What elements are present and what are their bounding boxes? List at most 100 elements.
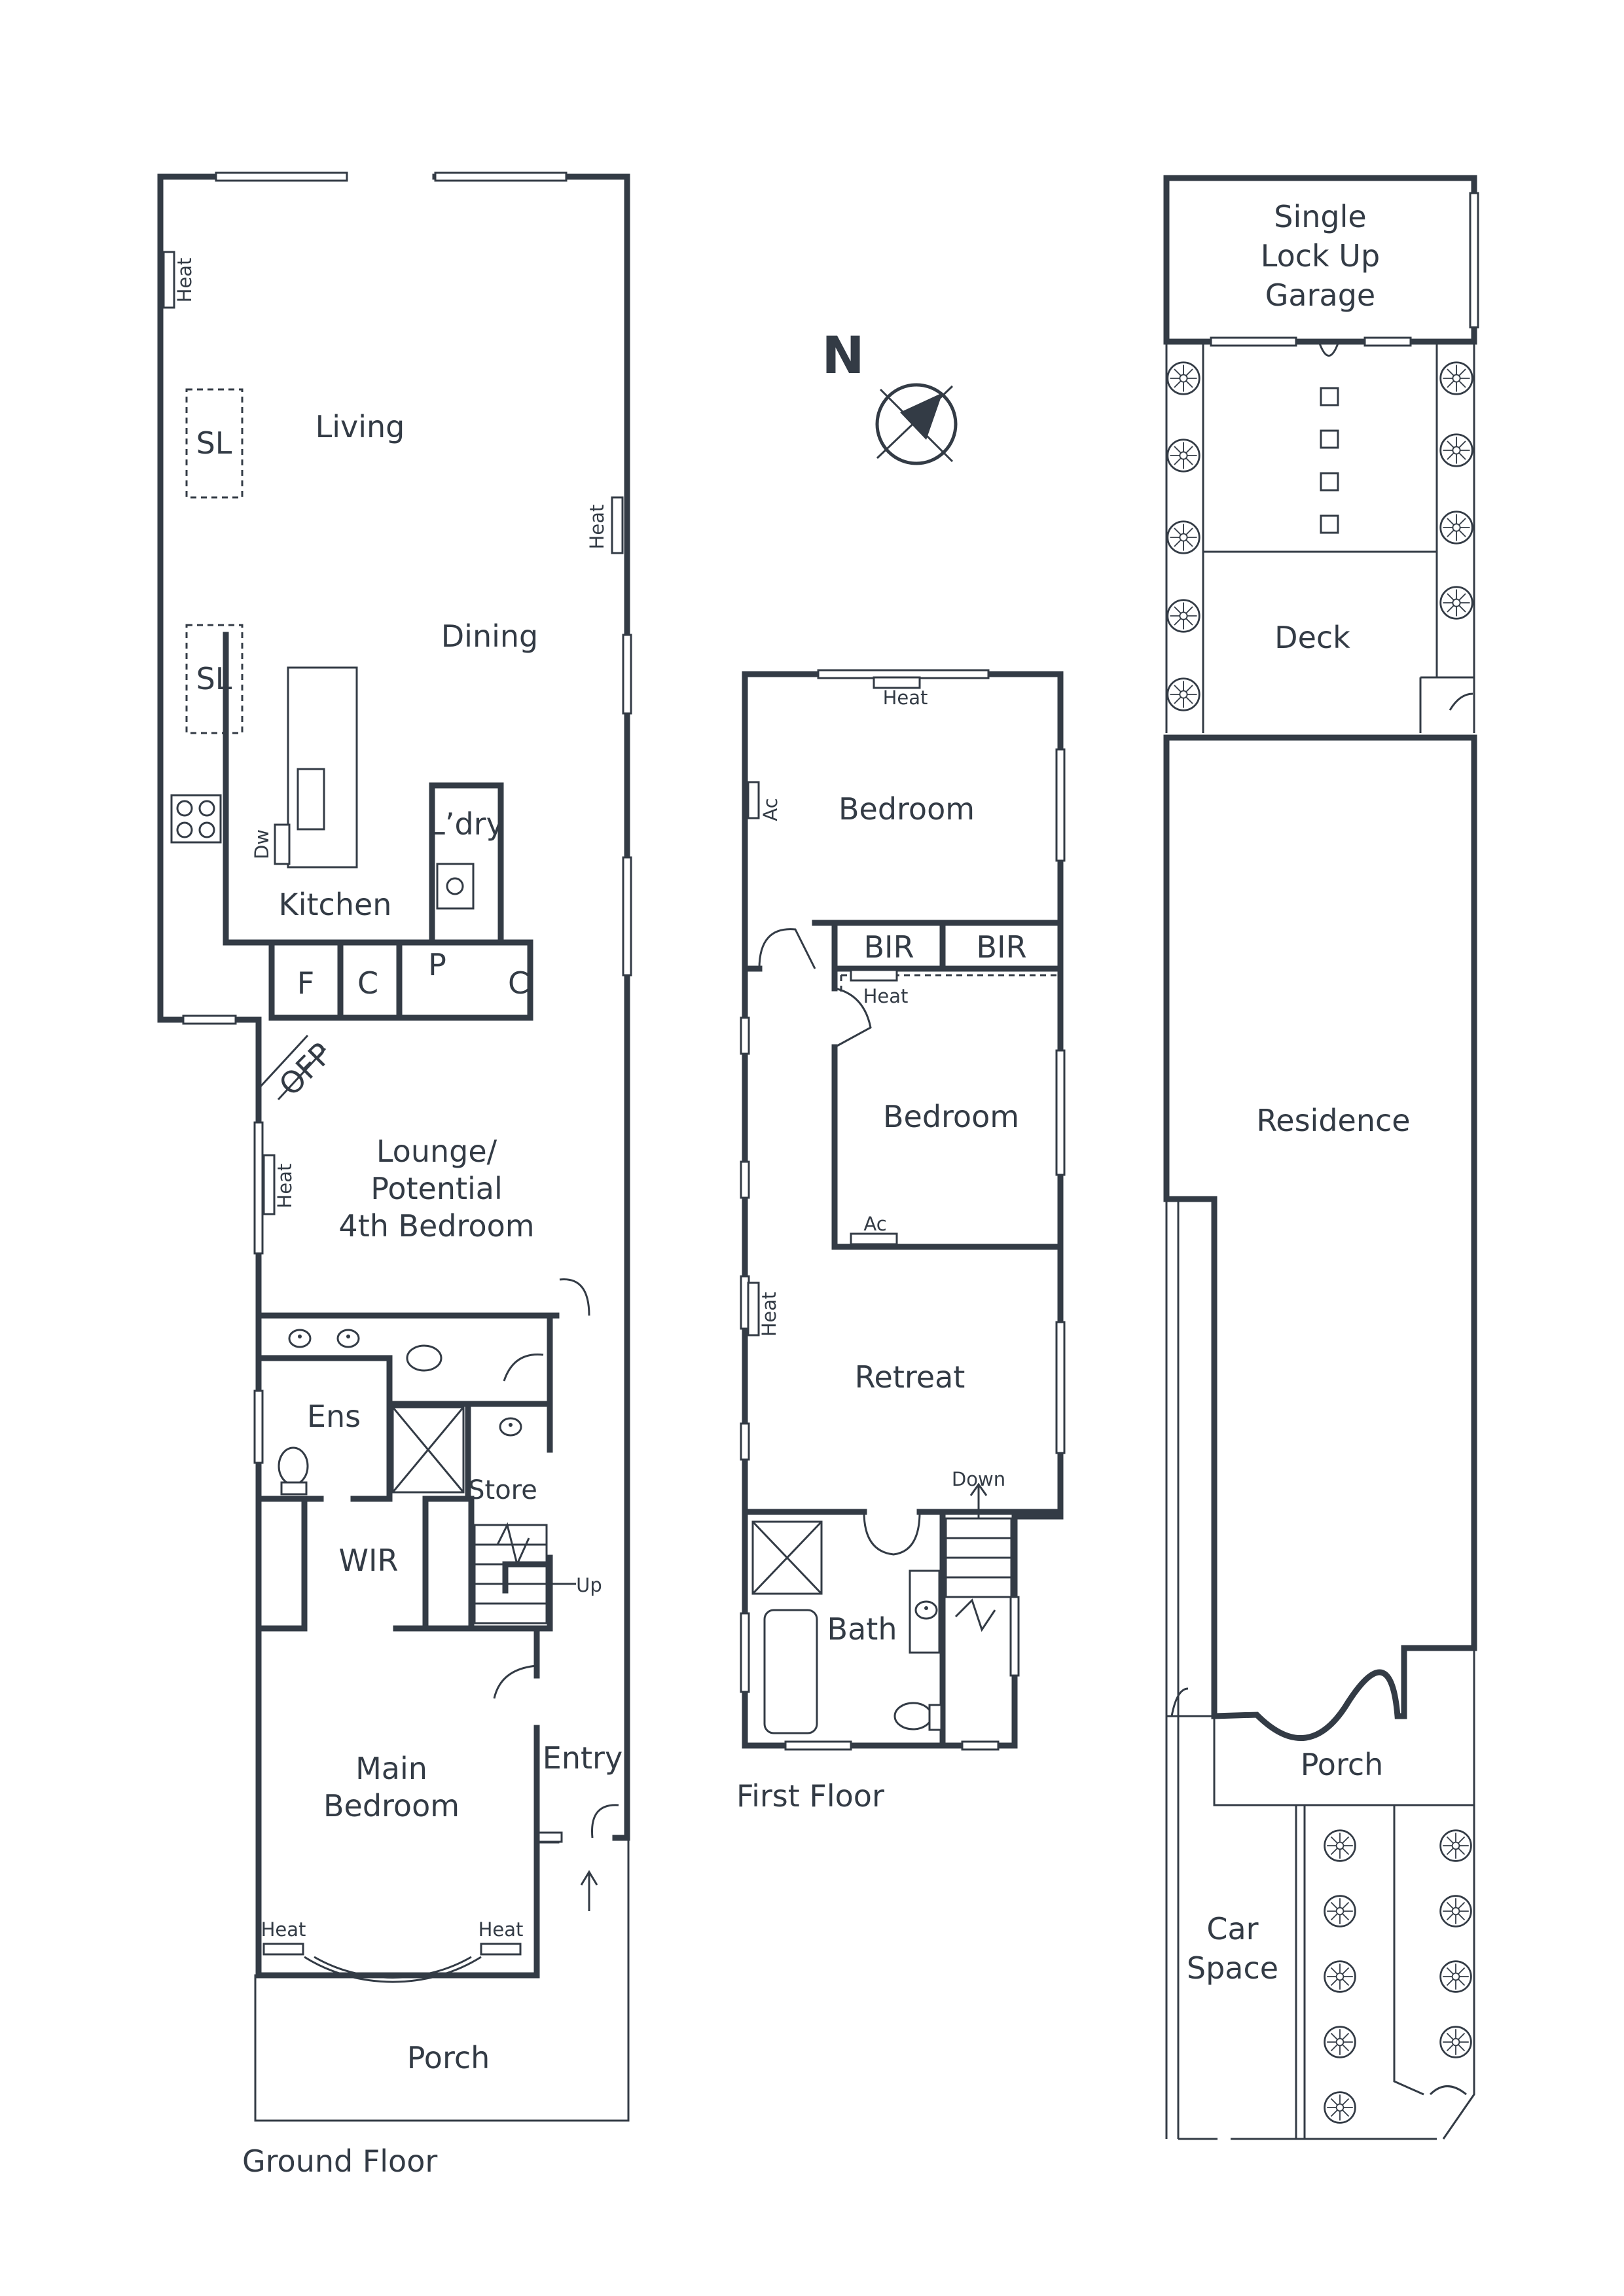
garage-door-arc [1318, 341, 1340, 357]
yard-shrubs [1166, 361, 1473, 711]
skylight-label-dining: SL [196, 661, 232, 696]
first-floor-walls [742, 671, 1064, 1749]
car-space-outline [1165, 1199, 1475, 2140]
first-floor-title: First Floor [736, 1778, 884, 1814]
heater-label-bedroom-left: Heat [261, 1918, 306, 1941]
bath-vanity [909, 1570, 941, 1654]
room-label-ensuite: Ens [307, 1399, 361, 1434]
shrub-icon [1324, 1829, 1356, 1862]
heater-label-living: Heat [173, 258, 196, 303]
deck-gate [1419, 676, 1474, 733]
cupboard-label: C [357, 965, 378, 1001]
cooktop-icon [170, 794, 222, 844]
shrub-icon [1166, 361, 1200, 395]
residence-walls [1163, 734, 1477, 1741]
shrub-icon [1166, 439, 1200, 473]
shrub-icon [1439, 511, 1473, 545]
heater-label-bed2: Heat [863, 985, 909, 1007]
room-label-main-bedroom-line2: Bedroom [323, 1788, 460, 1823]
bath-shower-icon [751, 1520, 823, 1595]
room-label-bir-1: BIR [863, 929, 914, 965]
room-label-wir: WIR [338, 1543, 398, 1578]
fireplace-label: OFP [272, 1036, 339, 1103]
heater-label-bed1: Heat [883, 687, 928, 709]
heater-label-lounge: Heat [274, 1164, 296, 1209]
dishwasher [274, 823, 291, 865]
room-label-bath: Bath [827, 1611, 897, 1647]
room-label-deck: Deck [1274, 620, 1350, 655]
porch-gate [1166, 1687, 1214, 1717]
laundry-walls [429, 782, 504, 946]
garage-front-window-left [1210, 336, 1297, 347]
room-label-bedroom-1: Bedroom [839, 791, 975, 827]
first-floor-windows [740, 669, 1066, 1751]
heater-label-bedroom-right: Heat [478, 1918, 524, 1941]
room-label-porch-ground: Porch [407, 2040, 490, 2075]
shrub-icon [1324, 1960, 1356, 1993]
ground-doors [493, 1278, 619, 1911]
toilet-icon [278, 1344, 442, 1496]
heater-label-retreat: Heat [758, 1292, 780, 1337]
ensuite-basins [288, 1329, 360, 1348]
shrub-icon [1439, 2026, 1472, 2058]
room-label-laundry: L’dry [428, 806, 504, 842]
ac-bed2 [850, 1232, 898, 1246]
ac-label-bed1: Ac [759, 798, 782, 821]
garage-window [1469, 192, 1479, 329]
dishwasher-label: Dw [251, 829, 273, 859]
room-label-main-bedroom-line1: Main [355, 1751, 427, 1786]
stair-walls [468, 1554, 553, 1844]
site-plan: Single Lock Up Garage Deck Residence Por… [1163, 175, 1479, 2140]
shrub-icon [1439, 433, 1473, 467]
room-label-garage-line3: Garage [1265, 278, 1375, 313]
ensuite-walls [255, 1312, 560, 1502]
heater-lounge [262, 1154, 276, 1215]
heater-label-dining: Heat [586, 505, 608, 550]
room-label-garage-line2: Lock Up [1261, 238, 1380, 274]
room-label-kitchen: Kitchen [279, 887, 392, 922]
room-label-store: Store [468, 1475, 537, 1505]
heater-bedroom-right [480, 1943, 522, 1956]
shrub-icon [1324, 2026, 1356, 2058]
shrub-icon [1324, 1895, 1356, 1928]
front-porch-outline [254, 1833, 630, 2122]
shrub-icon [1166, 677, 1200, 711]
room-label-bedroom-2: Bedroom [883, 1099, 1019, 1134]
residence-porch-outline [1213, 1648, 1475, 1806]
bathtub-icon [763, 1609, 818, 1734]
first-floor-bedroom2-walls [831, 965, 1064, 1250]
stairs-up [473, 1522, 576, 1624]
shrub-icon [1166, 520, 1200, 554]
kitchen-sink [297, 768, 325, 831]
bath-toilet-cistern [928, 1704, 943, 1731]
north-arrow: N [821, 327, 958, 465]
stairs-up-label: Up [576, 1574, 602, 1596]
shrub-icon [1439, 1829, 1472, 1862]
heater-retreat [747, 1282, 760, 1336]
car-space-shrubs [1324, 1829, 1472, 2124]
heater-living [162, 251, 175, 309]
laundry-door-dashed [499, 844, 532, 1018]
room-label-retreat: Retreat [855, 1359, 965, 1395]
ensuite-shower-icon [391, 1406, 465, 1494]
first-floor-bir-walls [742, 920, 1064, 972]
wir-walls [255, 1496, 475, 1632]
first-floor-doors [758, 928, 921, 1556]
north-label: N [821, 327, 864, 386]
first-floor-retreat-walls [742, 1509, 1064, 1749]
skylight-living-outline [185, 388, 244, 499]
ac-bed1 [747, 781, 760, 819]
stepping-stones [1320, 387, 1339, 534]
first-floor: Bedroom BIR BIR Bedroom Retreat Bath Hea… [736, 669, 1066, 1814]
fridge-label: F [297, 965, 314, 1001]
room-label-car-space-line2: Space [1187, 1950, 1278, 1986]
room-label-residence: Residence [1256, 1103, 1410, 1138]
cupboard-label-laundry: C [508, 965, 529, 1001]
heater-bed2 [850, 969, 898, 982]
room-label-dining: Dining [441, 619, 539, 654]
skylight-label-living: SL [196, 425, 232, 461]
ground-floor: Living Dining Kitchen L’dry Lounge/ Pote… [157, 171, 632, 2179]
room-label-porch-site: Porch [1301, 1747, 1384, 1782]
compass-icon [875, 383, 958, 465]
